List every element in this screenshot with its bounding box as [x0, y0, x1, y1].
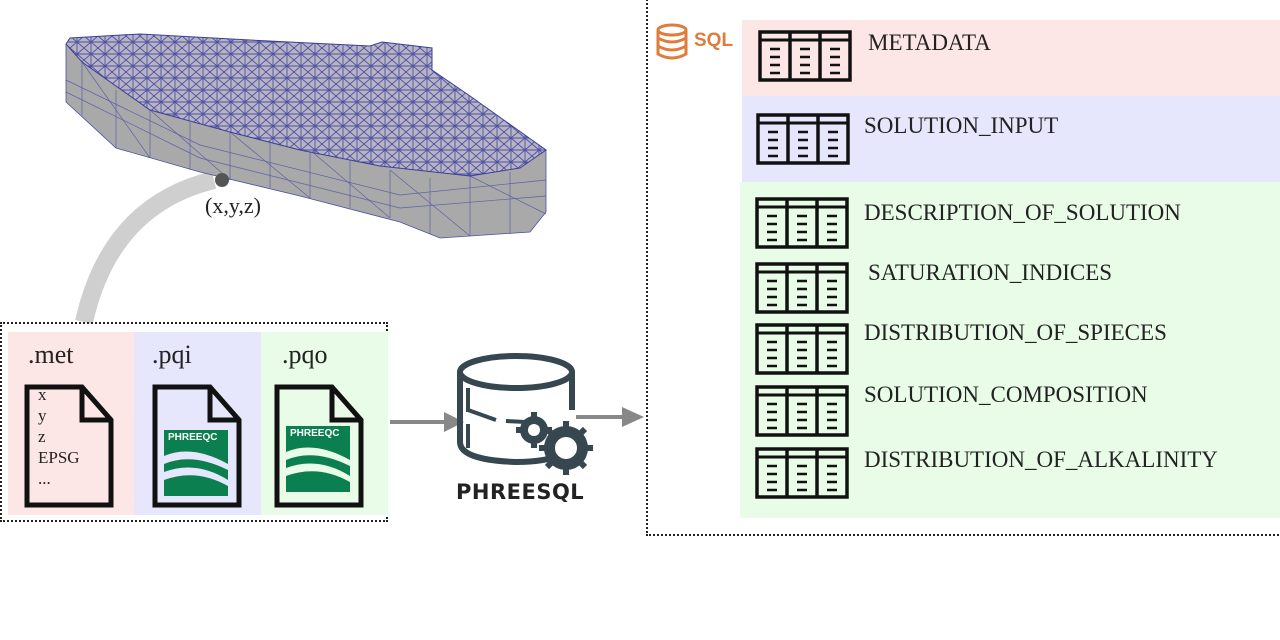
arrow-to-processor	[390, 412, 464, 432]
database-table-icon	[755, 262, 849, 314]
database-table-label: SATURATION_INDICES	[868, 260, 1113, 285]
arrow-to-database	[576, 407, 644, 427]
pqi-file-extension: .pqi	[152, 340, 192, 369]
phreesql-database-gears-icon	[457, 353, 593, 475]
sql-database-icon	[656, 23, 688, 60]
met-field: y	[38, 406, 47, 425]
sql-database-group	[646, 0, 1280, 536]
database-table-label: SOLUTION_INPUT	[864, 113, 1059, 138]
sample-point	[215, 173, 229, 187]
met-field: x	[38, 385, 47, 404]
database-table-icon	[755, 323, 849, 375]
connector-arc	[75, 171, 217, 324]
met-file-fields: x y z EPSG ...	[38, 384, 80, 489]
phreeqc-logo-text: PHREEQC	[168, 432, 218, 443]
met-field: z	[38, 427, 46, 446]
database-table-label: DISTRIBUTION_OF_ALKALINITY	[864, 447, 1218, 472]
database-table-label: DISTRIBUTION_OF_SPIECES	[864, 320, 1167, 345]
pqi-file-icon	[152, 384, 242, 508]
met-file-icon	[24, 384, 114, 508]
met-file-extension: .met	[28, 340, 74, 369]
database-table-label: METADATA	[868, 30, 991, 55]
aquifer-mesh-3d	[65, 33, 547, 324]
pqo-file-icon	[274, 384, 364, 508]
phreesql-label: PHREESQL	[456, 480, 585, 504]
database-table-label: DESCRIPTION_OF_SOLUTION	[864, 200, 1181, 225]
mesh-top	[65, 33, 547, 177]
database-table-icon	[756, 113, 850, 165]
met-field: EPSG	[38, 448, 80, 467]
sql-label: SQL	[694, 30, 734, 51]
database-table-icon	[758, 30, 852, 82]
point-coordinate-label: (x,y,z)	[205, 193, 261, 218]
phreeqc-logo-text: PHREEQC	[290, 428, 340, 439]
pqo-file-extension: .pqo	[282, 340, 328, 369]
database-table-icon	[755, 447, 849, 499]
met-field: ...	[38, 469, 51, 488]
database-table-icon	[755, 197, 849, 249]
database-table-icon	[755, 385, 849, 437]
database-table-label: SOLUTION_COMPOSITION	[864, 382, 1148, 407]
